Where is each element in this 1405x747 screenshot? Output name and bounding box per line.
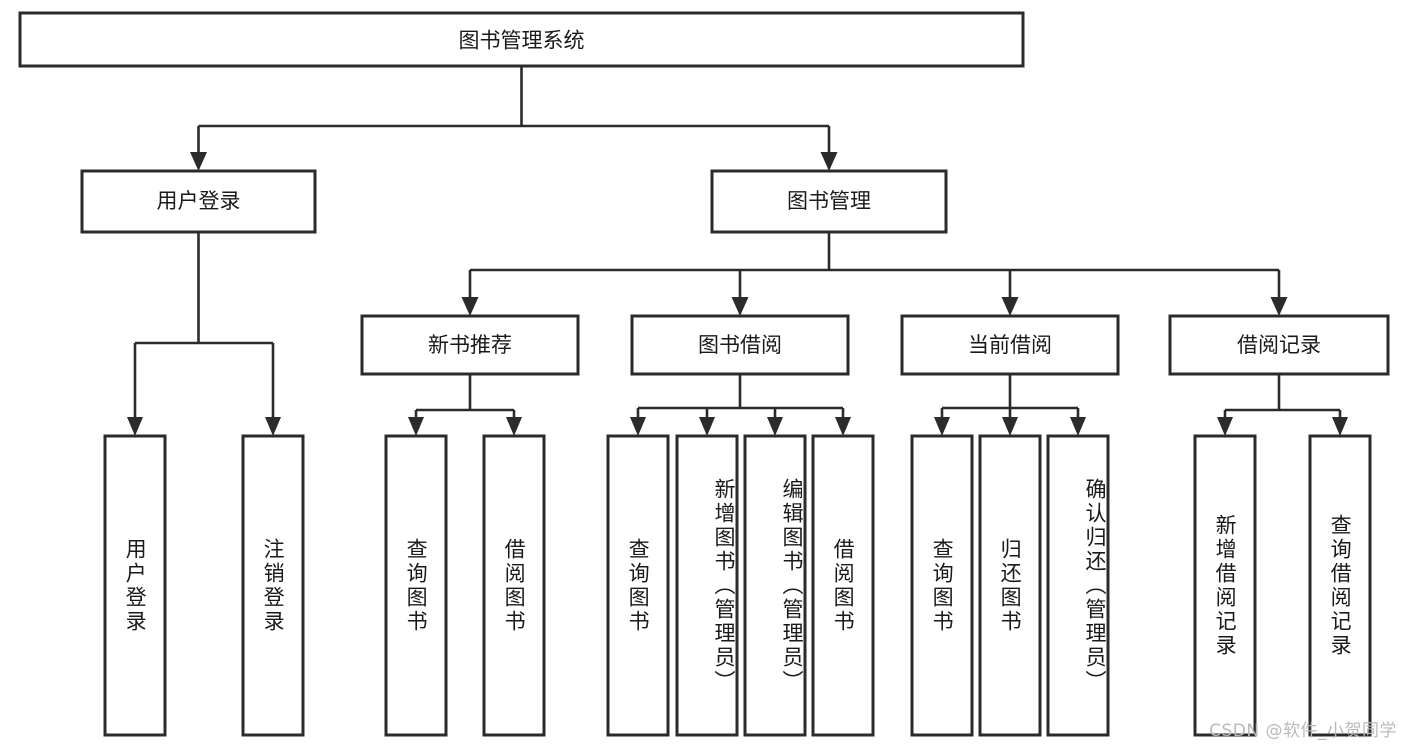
arrow-to-leaf-return-book	[1002, 417, 1018, 436]
node-root-box[interactable]	[18, 11, 1025, 68]
leaf-borrow-book-2-box[interactable]	[811, 434, 875, 737]
node-borrow-record-box[interactable]	[1168, 314, 1390, 376]
arrow-to-leaf-user-login	[127, 417, 143, 436]
arrow-to-user-login	[190, 152, 207, 171]
node-new-book-recommend-label: 新书推荐	[428, 333, 512, 357]
arrow-to-book-manage	[820, 152, 838, 171]
leaf-borrow-book-1-box[interactable]	[482, 434, 546, 737]
arrow-to-leaf-confirm-return	[1070, 417, 1086, 436]
leaf-add-borrow-record-box[interactable]	[1193, 434, 1257, 737]
connector-layer	[127, 66, 1348, 436]
arrow-to-leaf-query-book-1	[408, 417, 424, 436]
arrow-to-leaf-borrow-book-1	[506, 417, 522, 436]
node-book-borrow[interactable]: 图书借阅	[630, 314, 850, 376]
leaf-add-book-box[interactable]	[675, 434, 739, 737]
node-borrow-record-label: 借阅记录	[1237, 333, 1321, 357]
arrow-to-leaf-query-book-3	[934, 417, 950, 436]
node-current-borrow-box[interactable]	[900, 314, 1120, 376]
node-current-borrow[interactable]: 当前借阅	[900, 314, 1120, 376]
node-new-book-recommend-box[interactable]	[360, 314, 580, 376]
node-current-borrow-label: 当前借阅	[968, 333, 1052, 357]
arrow-to-leaf-add-book	[699, 417, 715, 436]
node-borrow-record[interactable]: 借阅记录	[1168, 314, 1390, 376]
leaf-logout-login-box[interactable]	[241, 434, 305, 737]
node-new-book-recommend[interactable]: 新书推荐	[360, 314, 580, 376]
node-user-login-label: 用户登录	[157, 189, 241, 213]
node-book-manage[interactable]: 图书管理	[710, 169, 948, 234]
leaf-query-borrow-record-box[interactable]	[1308, 434, 1372, 737]
arrow-to-book-borrow	[731, 297, 749, 316]
leaf-query-book-1-box[interactable]	[384, 434, 448, 737]
arrow-to-leaf-edit-book	[767, 417, 783, 436]
node-root-label: 图书管理系统	[459, 29, 585, 53]
arrow-to-borrow-record	[1270, 297, 1288, 316]
leaf-edit-book-box[interactable]	[743, 434, 807, 737]
csdn-watermark: CSDN @软件_小贺同学	[1209, 721, 1397, 741]
leaf-user-login-box[interactable]	[103, 434, 167, 737]
arrow-to-leaf-query-borrow-record	[1332, 417, 1348, 436]
leaf-query-book-3-box[interactable]	[910, 434, 974, 737]
node-book-manage-box[interactable]	[710, 169, 948, 234]
arrow-to-leaf-add-borrow-record	[1217, 417, 1233, 436]
node-user-login[interactable]: 用户登录	[80, 169, 317, 234]
leaf-box-layer	[103, 434, 1372, 737]
arrow-to-leaf-borrow-book-2	[835, 417, 851, 436]
arrow-to-leaf-query-book-2	[630, 417, 646, 436]
node-user-login-box[interactable]	[80, 169, 317, 234]
leaf-query-book-2-box[interactable]	[606, 434, 670, 737]
leaf-return-book-box[interactable]	[978, 434, 1042, 737]
node-book-manage-label: 图书管理	[787, 189, 871, 213]
arrow-to-new-book-recommend	[461, 297, 479, 316]
arrow-to-current-borrow	[1001, 297, 1019, 316]
arrow-to-leaf-logout-login	[265, 417, 281, 436]
node-book-borrow-box[interactable]	[630, 314, 850, 376]
node-book-borrow-label: 图书借阅	[698, 333, 782, 357]
leaf-confirm-return-box[interactable]	[1046, 434, 1110, 737]
node-root[interactable]: 图书管理系统	[18, 11, 1025, 68]
